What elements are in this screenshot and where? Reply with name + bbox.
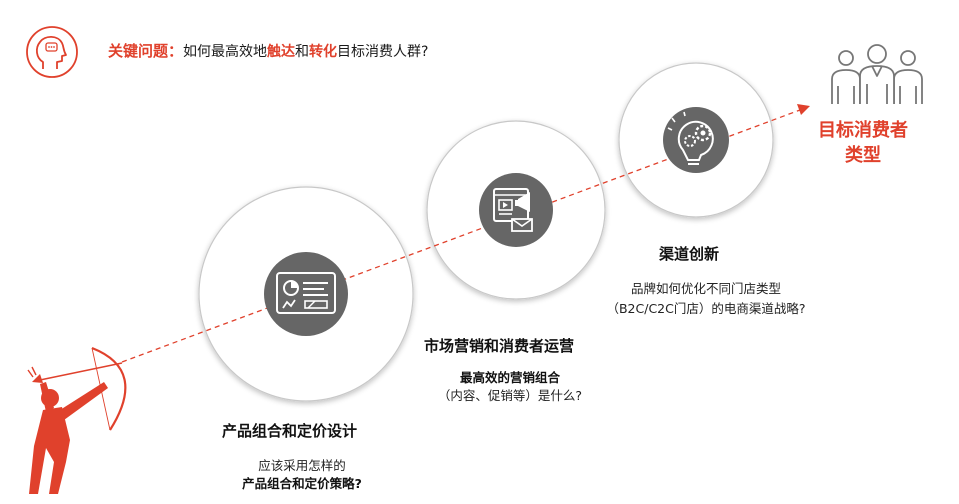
stage-desc-marketing-line-1: 最高效的营销组合 xyxy=(459,370,560,385)
trajectory-dashed-line xyxy=(121,109,801,363)
target-consumer-title: 目标消费者 类型 xyxy=(808,118,918,168)
stage-title-marketing: 市场营销和消费者运营 xyxy=(424,337,575,355)
marketing-megaphone-icon xyxy=(479,173,553,247)
stage-desc-product-line-2: 产品组合和定价策略? xyxy=(242,476,362,491)
stage-desc-product-line-1: 应该采用怎样的 xyxy=(258,458,346,473)
stage-desc-marketing-line-2: （内容、促销等）是什么? xyxy=(437,388,583,403)
stage-title-product: 产品组合和定价设计 xyxy=(222,422,358,440)
head-thinking-icon xyxy=(26,26,78,78)
people-group-icon xyxy=(831,44,923,104)
idea-gears-icon xyxy=(663,107,729,173)
trajectory-arrowhead xyxy=(797,104,810,115)
key-question-text-2: 和 xyxy=(295,44,310,60)
key-question-highlight-reach: 触达 xyxy=(267,44,296,60)
stage-title-channel: 渠道创新 xyxy=(659,245,720,263)
target-line-2: 类型 xyxy=(845,145,881,166)
key-question-label: 关键问题： xyxy=(108,42,184,60)
archer-icon xyxy=(27,346,127,494)
key-question-text-1: 如何最高效地 xyxy=(183,44,268,60)
key-question-highlight-convert: 转化 xyxy=(309,44,338,60)
stage-desc-channel-line-1: 品牌如何优化不同门店类型 xyxy=(630,281,781,296)
key-question-text-3: 目标消费人群? xyxy=(337,44,429,60)
stage-desc-channel-line-2: （B2C/C2C门店）的电商渠道战略? xyxy=(606,301,806,316)
key-question: 关键问题： 如何最高效地 触达 和 转化 目标消费人群? xyxy=(108,40,428,64)
dashboard-icon xyxy=(264,252,348,336)
target-line-1: 目标消费者 xyxy=(818,120,908,141)
